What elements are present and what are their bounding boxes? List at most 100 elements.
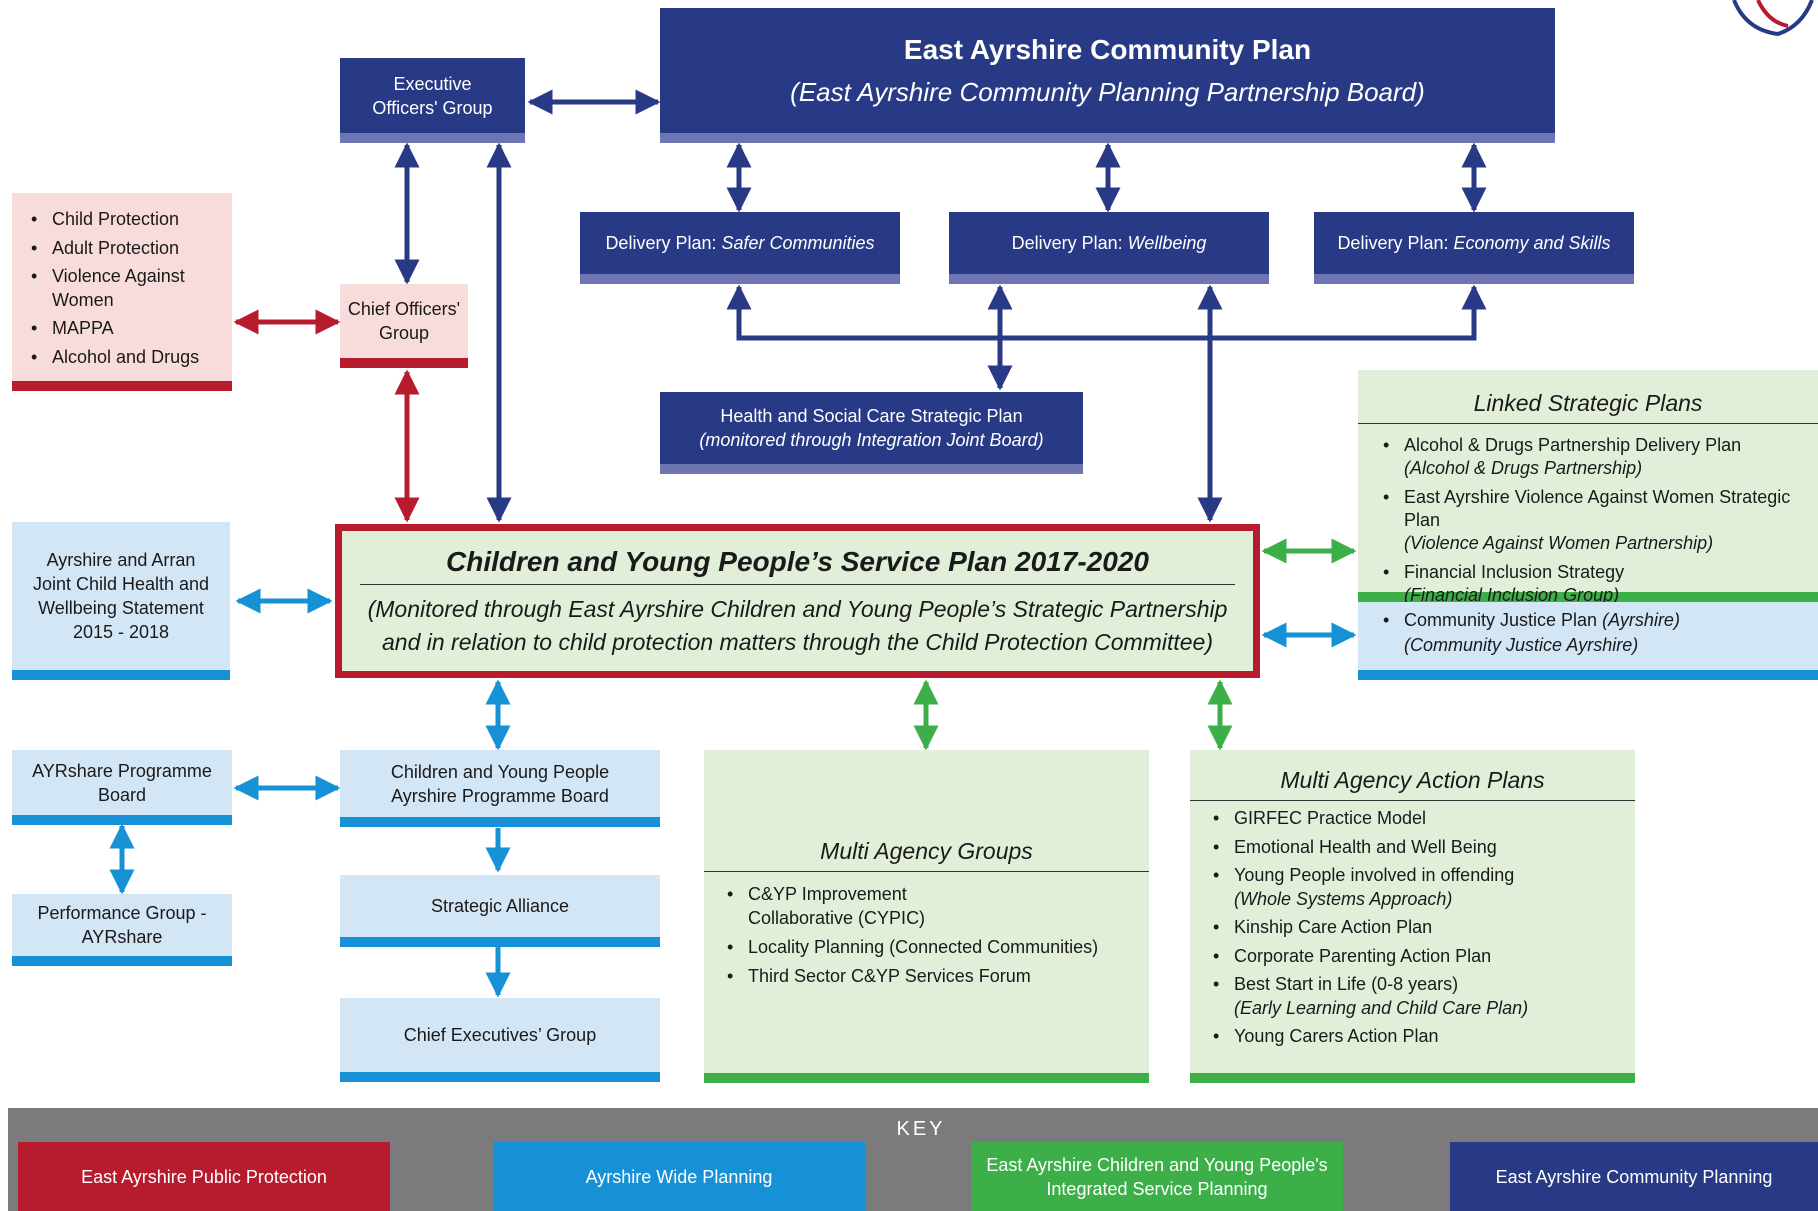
service-plan-subtitle-line1: (Monitored through East Ayrshire Childre… xyxy=(367,595,1228,622)
item-text: GIRFEC Practice Model xyxy=(1234,808,1427,828)
public-protection-list: Child Protection Adult Protection Violen… xyxy=(26,208,222,369)
cyp-board-line2: Ayrshire Programme Board xyxy=(391,785,609,806)
list-item: MAPPA xyxy=(26,317,222,341)
delivery-plan-safer-box: Delivery Plan: Safer Communities xyxy=(580,212,900,284)
ayrshire-arran-line1: Ayrshire and Arran xyxy=(46,550,196,570)
community-justice-list: Community Justice Plan (Ayrshire) (Commun… xyxy=(1378,608,1806,658)
item-text: Young People involved in offending xyxy=(1234,865,1515,885)
ayrshire-arran-line2: Joint Child Health and xyxy=(32,574,210,594)
list-item: Corporate Parenting Action Plan xyxy=(1208,945,1621,969)
key-label: Integrated Service Planning xyxy=(1046,1178,1268,1199)
item-text: Alcohol & Drugs Partnership Delivery Pla… xyxy=(1404,435,1742,455)
executive-officers-line1: Executive xyxy=(393,73,472,94)
list-item: Young Carers Action Plan xyxy=(1208,1025,1621,1049)
item-sub: (Early Learning and Child Care Plan) xyxy=(1234,997,1529,1018)
cyp-board-line1: Children and Young People xyxy=(390,761,610,782)
multi-agency-groups-box: Multi Agency Groups C&YP Improvement Col… xyxy=(704,750,1149,1083)
action-plans-box: Multi Agency Action Plans GIRFEC Practic… xyxy=(1190,750,1635,1083)
key-panel: KEY East Ayrshire Public Protection Ayrs… xyxy=(8,1108,1818,1211)
delivery-plan-prefix: Delivery Plan: xyxy=(605,233,722,253)
service-plan-box: Children and Young People’s Service Plan… xyxy=(335,524,1260,678)
item-sub: (Alcohol & Drugs Partnership) xyxy=(1404,458,1643,478)
key-label: East Ayrshire Public Protection xyxy=(81,1166,327,1187)
delivery-plan-name: Economy and Skills xyxy=(1453,233,1611,253)
key-public-protection: East Ayrshire Public Protection xyxy=(18,1142,390,1211)
performance-group-line2: AYRshare xyxy=(81,927,163,947)
key-cyp-integrated: East Ayrshire Children and Young People'… xyxy=(971,1142,1343,1211)
ayrshire-arran-line4: 2015 - 2018 xyxy=(72,622,170,642)
list-item: Young People involved in offending (Whole… xyxy=(1208,864,1621,911)
delivery-plan-name: Wellbeing xyxy=(1127,233,1207,253)
key-community-planning: East Ayrshire Community Planning xyxy=(1450,1142,1818,1211)
list-item: Community Justice Plan (Ayrshire) (Commun… xyxy=(1378,608,1806,658)
list-item: Child Protection xyxy=(26,208,222,232)
list-item: Locality Planning (Connected Communities… xyxy=(722,935,1119,959)
list-item: GIRFEC Practice Model xyxy=(1208,807,1621,831)
key-label: Ayrshire Wide Planning xyxy=(585,1166,773,1187)
item-sub: (Whole Systems Approach) xyxy=(1234,888,1453,909)
linked-plans-heading: Linked Strategic Plans xyxy=(1358,390,1818,424)
ayrshire-arran-box: Ayrshire and Arran Joint Child Health an… xyxy=(12,522,230,680)
connector-delivery-bar xyxy=(736,290,1477,341)
logo-fragment xyxy=(1732,0,1814,37)
community-plan-subtitle: (East Ayrshire Community Planning Partne… xyxy=(790,76,1425,107)
item-text: East Ayrshire Violence Against Women Str… xyxy=(1404,487,1791,530)
item-text: Best Start in Life (0-8 years) xyxy=(1234,974,1459,994)
health-social-care-box: Health and Social Care Strategic Plan (m… xyxy=(660,392,1083,474)
item-sub: (Violence Against Women Partnership) xyxy=(1404,533,1714,553)
list-item: Best Start in Life (0-8 years) (Early Lea… xyxy=(1208,973,1621,1020)
chief-officers-line2: Group xyxy=(378,323,430,343)
community-plan-title: East Ayrshire Community Plan xyxy=(903,33,1312,65)
delivery-plan-wellbeing-box: Delivery Plan: Wellbeing xyxy=(949,212,1269,284)
ayrshare-board-box: AYRshare Programme Board xyxy=(12,750,232,825)
performance-group-box: Performance Group - AYRshare xyxy=(12,894,232,966)
delivery-plan-economy-box: Delivery Plan: Economy and Skills xyxy=(1314,212,1634,284)
list-item: Third Sector C&YP Services Forum xyxy=(722,964,1119,988)
key-title: KEY xyxy=(896,1118,946,1140)
executive-officers-box: Executive Officers' Group xyxy=(340,58,525,143)
delivery-plan-prefix: Delivery Plan: xyxy=(1011,233,1128,253)
strategic-alliance-box: Strategic Alliance xyxy=(340,875,660,947)
item-sub: (Community Justice Ayrshire) xyxy=(1404,635,1639,655)
chief-officers-box: Chief Officers' Group xyxy=(340,284,468,368)
ayrshare-board-line1: AYRshare Programme xyxy=(32,760,212,781)
list-item: East Ayrshire Violence Against Women Str… xyxy=(1378,486,1806,555)
community-justice-box: Community Justice Plan (Ayrshire) (Commun… xyxy=(1358,602,1818,680)
item-sub: (Financial Inclusion Group) xyxy=(1404,585,1620,605)
list-item: Alcohol & Drugs Partnership Delivery Pla… xyxy=(1378,434,1806,480)
list-item: C&YP Improvement Collaborative (CYPIC) xyxy=(722,882,958,930)
key-label: East Ayrshire Children and Young People'… xyxy=(986,1154,1328,1175)
ayrshire-arran-line3: Wellbeing Statement xyxy=(38,598,204,618)
list-item: Financial Inclusion Strategy (Financial I… xyxy=(1378,561,1806,607)
item-text: Emotional Health and Well Being xyxy=(1234,836,1497,857)
service-plan-subtitle-line2: and in relation to child protection matt… xyxy=(382,628,1213,655)
item-text: Kinship Care Action Plan xyxy=(1234,917,1433,937)
linked-plans-list: Alcohol & Drugs Partnership Delivery Pla… xyxy=(1358,424,1818,607)
item-text: Financial Inclusion Strategy xyxy=(1404,562,1625,582)
key-ayrshire-wide: Ayrshire Wide Planning xyxy=(493,1142,865,1211)
linked-plans-box: Linked Strategic Plans Alcohol & Drugs P… xyxy=(1358,370,1818,605)
chief-executives-label: Chief Executives’ Group xyxy=(403,1025,597,1045)
list-item: Emotional Health and Well Being xyxy=(1208,836,1621,860)
strategic-alliance-label: Strategic Alliance xyxy=(430,896,570,916)
item-text: Community Justice Plan xyxy=(1404,610,1598,630)
executive-officers-line2: Officers' Group xyxy=(372,97,493,118)
ayrshare-board-line2: Board xyxy=(97,784,147,805)
action-plans-heading: Multi Agency Action Plans xyxy=(1190,767,1635,801)
item-qualifier: (Ayrshire) xyxy=(1602,610,1680,630)
chief-executives-box: Chief Executives’ Group xyxy=(340,998,660,1082)
multi-agency-groups-list: C&YP Improvement Collaborative (CYPIC) L… xyxy=(704,872,1149,988)
multi-agency-groups-heading: Multi Agency Groups xyxy=(704,838,1149,872)
delivery-plan-prefix: Delivery Plan: xyxy=(1337,233,1454,253)
list-item: Violence Against Women xyxy=(26,265,192,312)
delivery-plan-name: Safer Communities xyxy=(721,233,875,253)
item-text: Young Carers Action Plan xyxy=(1234,1026,1439,1046)
item-text: Corporate Parenting Action Plan xyxy=(1234,945,1492,966)
action-plans-list: GIRFEC Practice Model Emotional Health a… xyxy=(1190,801,1635,1049)
list-item: Kinship Care Action Plan xyxy=(1208,916,1621,940)
health-social-care-title: Health and Social Care Strategic Plan xyxy=(720,406,1023,426)
list-item: Adult Protection xyxy=(26,237,222,261)
health-social-care-subtitle: (monitored through Integration Joint Boa… xyxy=(699,430,1044,450)
performance-group-line1: Performance Group - xyxy=(37,903,207,923)
